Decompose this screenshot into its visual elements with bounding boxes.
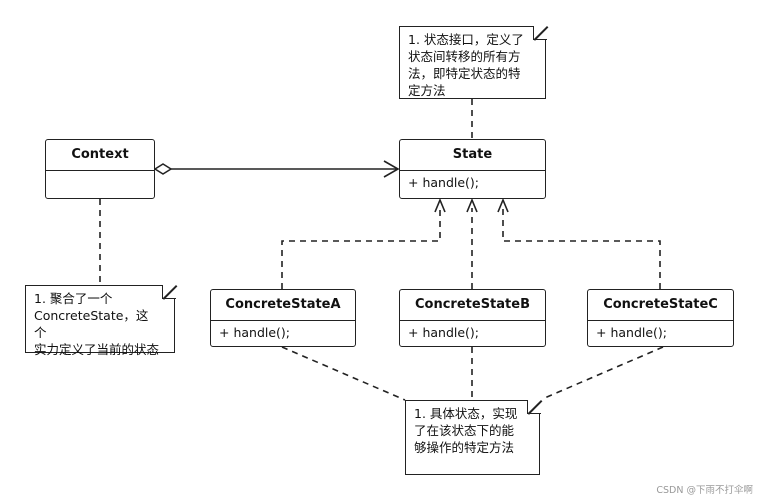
concrete-state-b-class[interactable]: ConcreteStateB + handle(); <box>399 289 546 347</box>
state-interface-note: 1. 状态接口，定义了 状态间转移的所有方 法，即特定状态的特 定方法 <box>399 24 548 99</box>
note-line: 1. 具体状态，实现 <box>414 406 518 421</box>
note-line: 1. 聚合了一个 <box>34 291 113 306</box>
note-line: 够操作的特定方法 <box>414 440 515 455</box>
concrete-state-a-handle: + handle(); <box>219 325 291 340</box>
note-fold-corner <box>161 284 176 299</box>
state-class-name: State <box>400 140 545 171</box>
note-fold-corner <box>526 399 541 414</box>
watermark: CSDN @下雨不打伞啊 <box>656 485 753 496</box>
concrete-state-c-name: ConcreteStateC <box>588 290 733 321</box>
state-interface[interactable]: State + handle(); <box>399 139 546 199</box>
note-line: 定方法 <box>408 83 446 98</box>
note-line: 状态间转移的所有方 <box>408 49 521 64</box>
note-line: 法，即特定状态的特 <box>408 66 521 81</box>
concrete-state-a-name: ConcreteStateA <box>211 290 355 321</box>
realization-c <box>497 197 661 289</box>
concrete-state-b-name: ConcreteStateB <box>400 290 545 321</box>
state-handle-operation: + handle(); <box>408 175 480 190</box>
note-line: 1. 状态接口，定义了 <box>408 32 524 47</box>
note-line: ConcreteState，这个 <box>34 308 149 340</box>
concrete-state-note: 1. 具体状态，实现 了在该状态下的能 够操作的特定方法 <box>405 398 542 475</box>
concrete-state-c-handle: + handle(); <box>596 325 668 340</box>
realization-a <box>281 197 446 289</box>
context-note: 1. 聚合了一个 ConcreteState，这个 实力定义了当前的状态 <box>25 283 177 357</box>
note-line: 实力定义了当前的状态 <box>34 342 160 357</box>
note-line: 了在该状态下的能 <box>414 423 515 438</box>
note-fold-corner <box>532 25 547 40</box>
context-class[interactable]: Context <box>45 139 155 199</box>
context-class-name: Context <box>46 140 154 171</box>
aggregation-association <box>153 160 400 178</box>
note-anchor-lines <box>99 99 664 401</box>
concrete-state-b-handle: + handle(); <box>408 325 480 340</box>
concrete-state-a-class[interactable]: ConcreteStateA + handle(); <box>210 289 356 347</box>
realization-b <box>466 197 478 289</box>
concrete-state-c-class[interactable]: ConcreteStateC + handle(); <box>587 289 734 347</box>
